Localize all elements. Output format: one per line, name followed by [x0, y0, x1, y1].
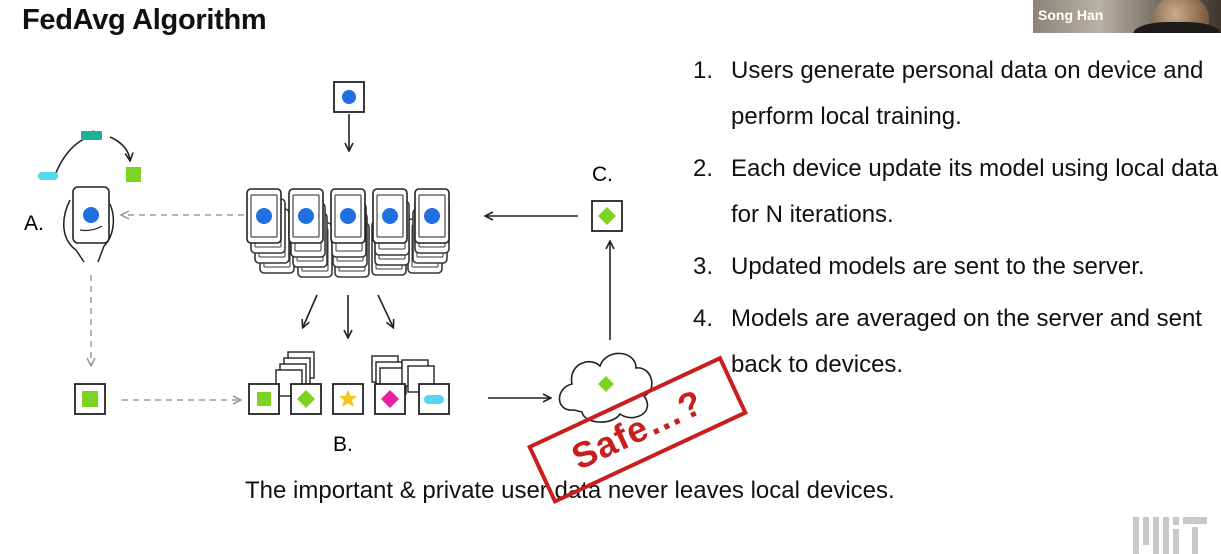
- step-number: 1.: [693, 57, 714, 84]
- step-item: 2. Each device update its model using loc…: [693, 146, 1218, 238]
- slide-title: FedAvg Algorithm: [22, 4, 267, 36]
- label-b: B.: [333, 433, 353, 456]
- speaker-video-thumbnail: Song Han: [1033, 0, 1221, 33]
- speaker-shoulder: [1133, 22, 1221, 33]
- user-device: A.: [24, 131, 141, 263]
- step-text: Users generate personal data on device a…: [731, 57, 1204, 130]
- step-text: Models are averaged on the server and se…: [731, 305, 1202, 378]
- step-item: 3. Updated models are sent to the server.: [693, 244, 1218, 290]
- update-stack: B.: [248, 351, 450, 456]
- step-item: 1. Users generate personal data on device…: [693, 48, 1218, 140]
- fedavg-diagram: A. B.: [24, 81, 653, 456]
- steps-list: 1. Users generate personal data on device…: [693, 48, 1218, 394]
- label-c: C.: [592, 163, 613, 186]
- cloud-icon: [558, 352, 653, 423]
- step-item: 4. Models are averaged on the server and …: [693, 296, 1218, 388]
- device-stack: [246, 188, 450, 278]
- step-text: Each device update its model using local…: [731, 155, 1218, 228]
- label-a: A.: [24, 212, 44, 235]
- step-text: Updated models are sent to the server.: [731, 253, 1145, 280]
- arrow-down: [303, 294, 318, 327]
- step-number: 2.: [693, 155, 714, 182]
- local-update-icon: [74, 383, 106, 415]
- arrow-down: [377, 294, 393, 327]
- step-number: 4.: [693, 305, 714, 332]
- footer-note: The important & private user data never …: [245, 477, 895, 504]
- mit-logo: [1133, 517, 1207, 554]
- speaker-name: Song Han: [1038, 7, 1104, 23]
- step-number: 3.: [693, 253, 714, 280]
- server-model-icon: [333, 81, 365, 113]
- averaged-model-icon: C.: [591, 163, 623, 232]
